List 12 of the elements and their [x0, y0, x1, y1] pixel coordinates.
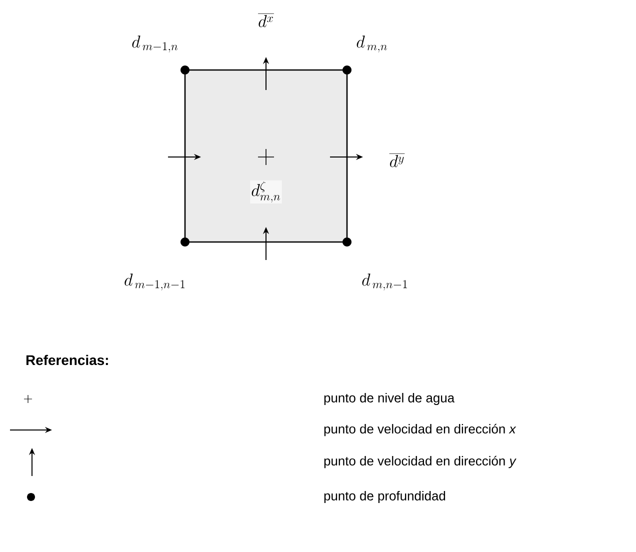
corner-label: $d_{\,m-1,n}$ [132, 36, 178, 52]
velocity-label: $\overline{d^{y}}$ [389, 154, 405, 168]
velocity-label: $\overline{d^{x}}$ [258, 14, 274, 28]
legend-heading: Referencias: [26, 354, 108, 366]
legend-text: punto de velocidad en dirección y [324, 456, 516, 468]
legend-text: punto de nivel de agua [324, 392, 455, 406]
corner-label: $d_{\,m-1,n-1}$ [124, 274, 185, 290]
water-level-label: $d^{\zeta}_{m,n}$ [250, 180, 282, 204]
corner-label: $d_{\,m,n}$ [356, 36, 387, 52]
legend-text: punto de profundidad [324, 490, 446, 504]
corner-label: $d_{\,m,n-1}$ [362, 274, 407, 290]
legend-text: punto de velocidad en dirección x [324, 424, 516, 436]
